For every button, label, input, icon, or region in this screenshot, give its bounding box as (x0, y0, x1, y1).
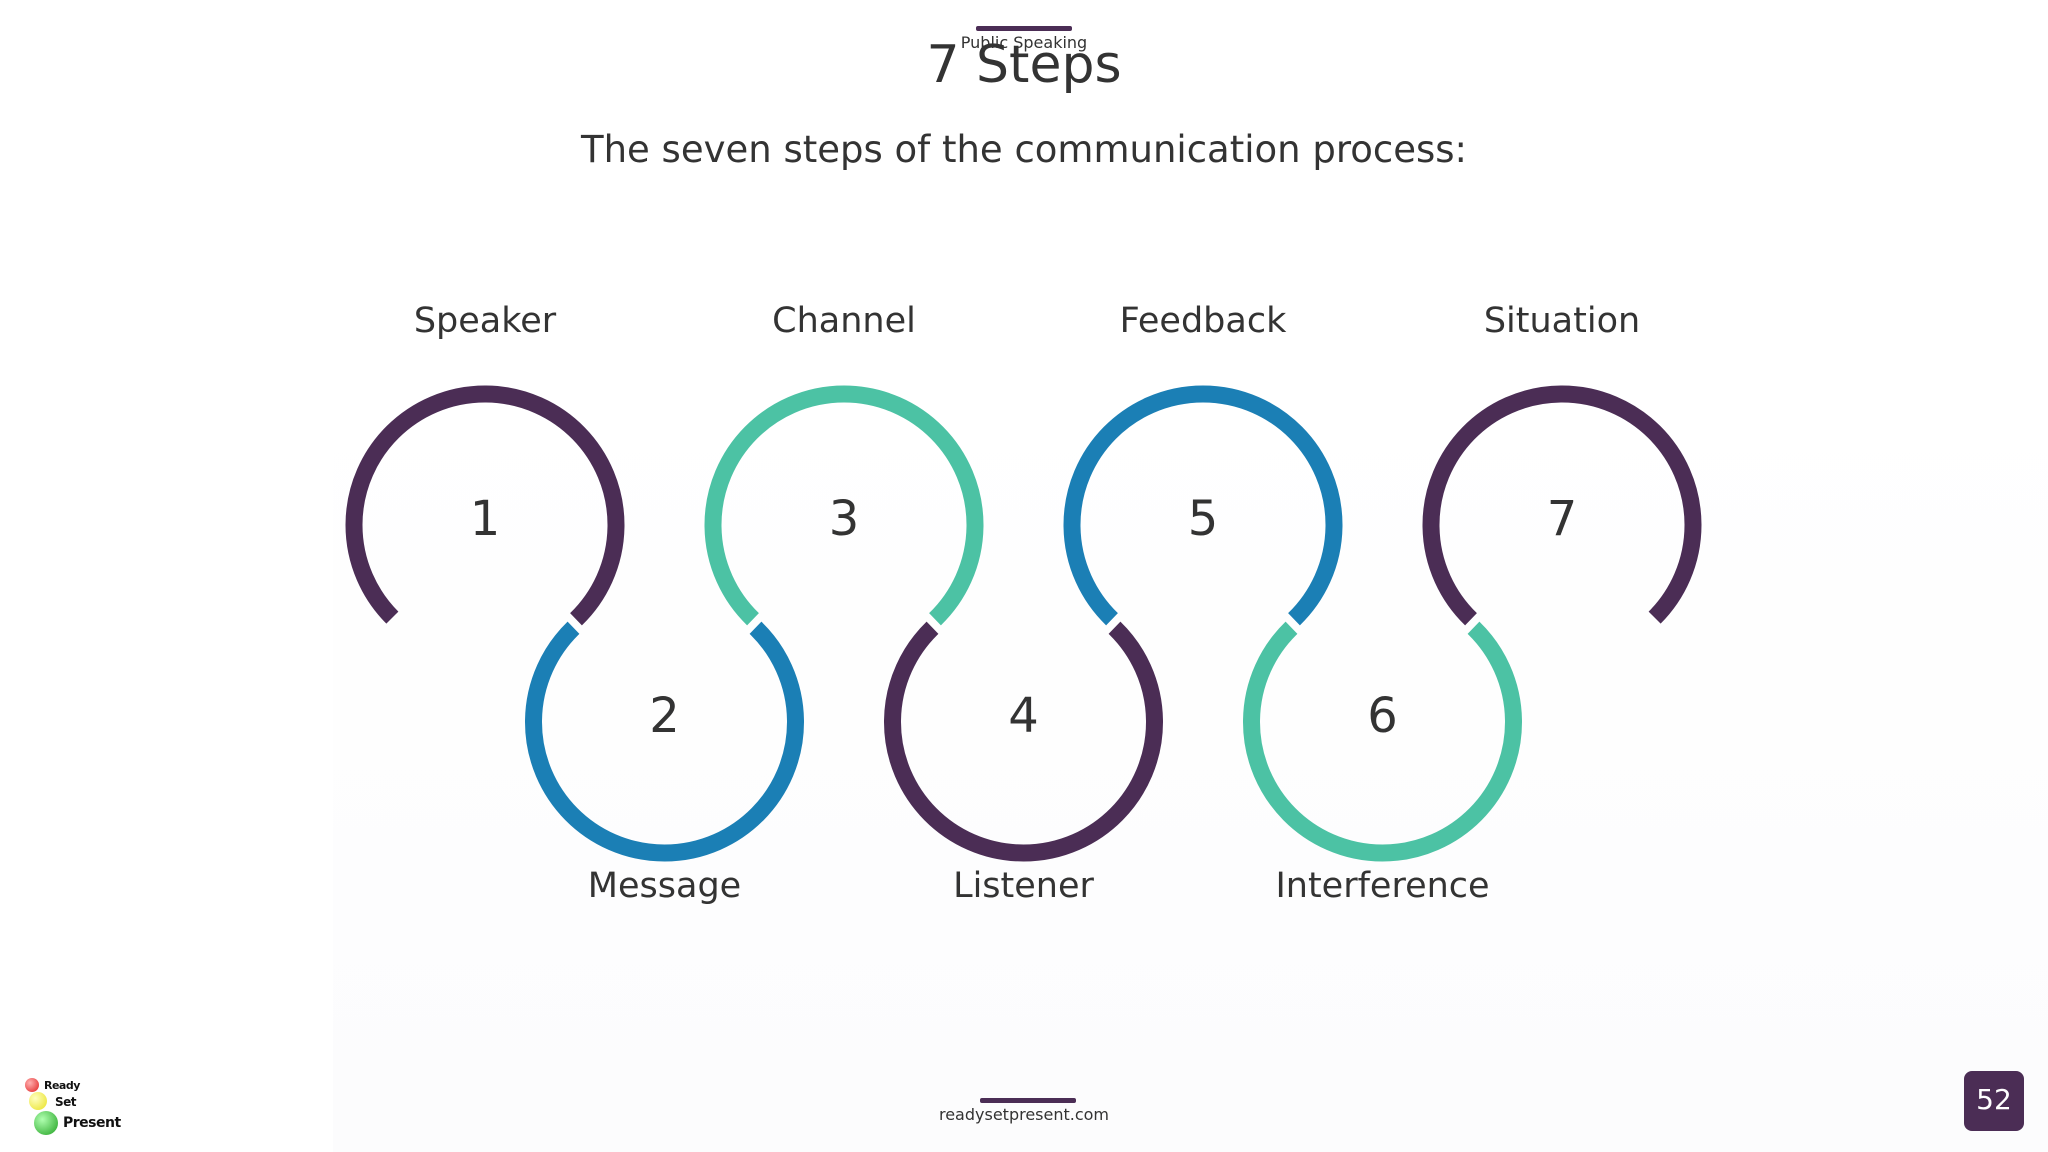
page-number-badge: 52 (1964, 1071, 2024, 1131)
logo-word-ready: Ready (44, 1079, 80, 1092)
step-2-number: 2 (649, 688, 680, 744)
step-5-number: 5 (1187, 491, 1219, 547)
slide-subtitle: The seven steps of the communication pro… (580, 128, 1467, 171)
yellow-light-icon (29, 1092, 47, 1110)
step-2-label: Message (587, 866, 742, 906)
ready-set-present-logo: Ready Set Present (22, 1078, 132, 1138)
step-4-label: Listener (953, 866, 1094, 906)
red-light-icon (25, 1078, 39, 1092)
step-2-arc (525, 621, 804, 862)
step-3-number: 3 (828, 491, 860, 547)
green-light-icon (34, 1111, 58, 1135)
step-5-arc (1063, 385, 1343, 626)
step-1-arc (345, 385, 625, 626)
step-5-label: Feedback (1119, 301, 1287, 341)
step-3-label: Channel (772, 301, 916, 341)
footer-url[interactable]: readysetpresent.com (938, 1105, 1110, 1124)
step-6-number: 6 (1367, 688, 1398, 744)
step-1-label: Speaker (413, 301, 557, 341)
title-accent-bar (976, 26, 1072, 31)
step-4-arc (884, 621, 1163, 862)
step-1-number: 1 (469, 491, 501, 547)
step-7-arc (1422, 385, 1702, 626)
step-4-number: 4 (1008, 688, 1039, 744)
slide-title: 7 Steps (926, 35, 1122, 95)
step-6-label: Interference (1275, 866, 1490, 906)
footer-accent-bar (980, 1098, 1076, 1103)
slide-supertitle: Public Speaking (960, 33, 1088, 52)
step-7-number: 7 (1546, 491, 1578, 547)
step-3-arc (704, 385, 984, 626)
logo-word-present: Present (63, 1115, 121, 1131)
step-7-label: Situation (1483, 301, 1641, 341)
logo-word-set: Set (55, 1095, 77, 1109)
step-6-arc (1243, 621, 1522, 862)
